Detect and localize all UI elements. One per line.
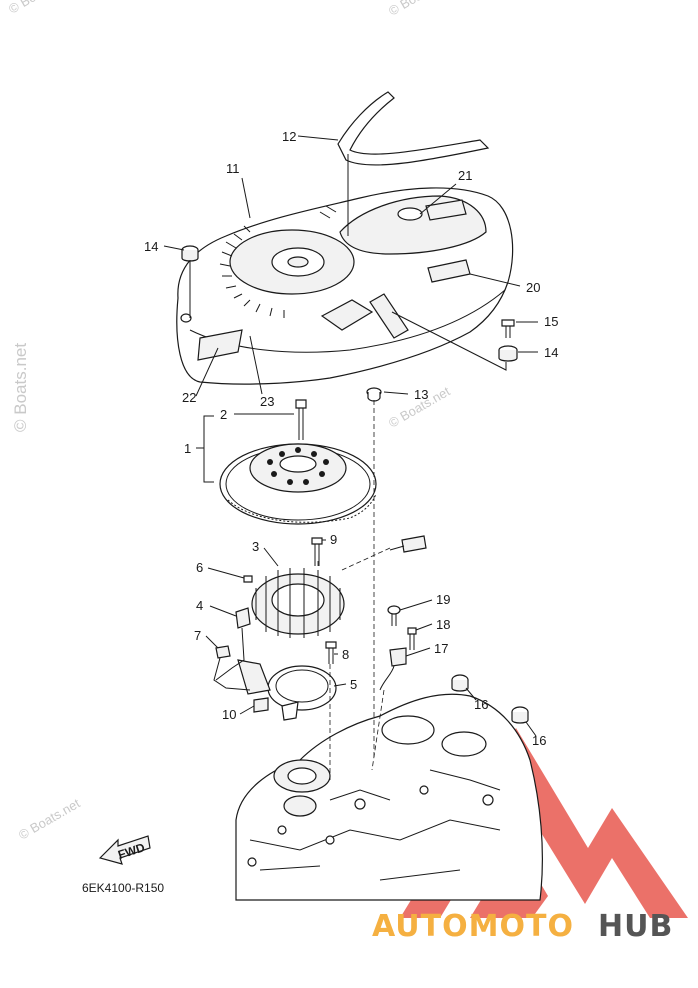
callout-10: 10 xyxy=(222,707,236,722)
callout-15: 15 xyxy=(544,314,558,329)
callout-7: 7 xyxy=(194,628,201,643)
pulser-coil-and-harness xyxy=(213,607,269,713)
callout-6: 6 xyxy=(196,560,203,575)
belt xyxy=(337,91,490,166)
callout-4: 4 xyxy=(196,598,203,613)
callout-11: 11 xyxy=(226,161,240,176)
sensor-assembly xyxy=(379,605,417,691)
callout-3: 3 xyxy=(252,539,259,554)
grommets-16 xyxy=(451,674,529,724)
brand-part-1: AUTOMOTO xyxy=(372,909,574,944)
callout-20: 20 xyxy=(526,280,540,295)
pulser-bracket xyxy=(237,641,337,721)
callout-labels: 1 2 3 4 5 6 7 8 9 10 11 12 13 14 14 15 1… xyxy=(144,129,558,748)
watermark-top-right: © Boats.net xyxy=(386,0,453,19)
watermark-lower-left: © Boats.net xyxy=(16,795,83,842)
grommet-left xyxy=(181,245,199,262)
watermark-left-vertical: © Boats.net xyxy=(11,343,30,432)
leader-lines xyxy=(163,135,538,780)
stator xyxy=(243,537,345,638)
callout-19: 19 xyxy=(436,592,450,607)
callout-8: 8 xyxy=(342,647,349,662)
flywheel-cover xyxy=(176,187,514,385)
callout-23: 23 xyxy=(260,394,274,409)
callout-21: 21 xyxy=(458,168,472,183)
callout-14-left: 14 xyxy=(144,239,158,254)
callout-5: 5 xyxy=(350,677,357,692)
callout-13: 13 xyxy=(414,387,428,402)
flywheel xyxy=(219,399,377,525)
brand-logo: AUTOMOTO HUB xyxy=(372,728,688,944)
callout-14-right: 14 xyxy=(544,345,558,360)
fwd-arrow: FWD xyxy=(98,835,151,865)
callout-16-lower: 16 xyxy=(532,733,546,748)
stator-lead-connector xyxy=(389,535,427,553)
callout-2: 2 xyxy=(220,407,227,422)
watermark-top-left: © Boats.net xyxy=(6,0,73,17)
bolt-15-and-grommet xyxy=(498,319,518,362)
callout-17: 17 xyxy=(434,641,448,656)
callout-16-upper: 16 xyxy=(474,697,488,712)
collar xyxy=(366,387,382,402)
brand-logo-triangle-icon xyxy=(400,728,688,918)
callout-1: 1 xyxy=(184,441,191,456)
callout-18: 18 xyxy=(436,617,450,632)
fwd-label: FWD xyxy=(116,840,147,862)
callout-9: 9 xyxy=(330,532,337,547)
callout-12: 12 xyxy=(282,129,296,144)
brand-part-2: HUB xyxy=(598,909,673,944)
callout-22: 22 xyxy=(182,390,196,405)
engine-block xyxy=(235,693,543,901)
diagram-code: 6EK4100-R150 xyxy=(82,881,164,895)
